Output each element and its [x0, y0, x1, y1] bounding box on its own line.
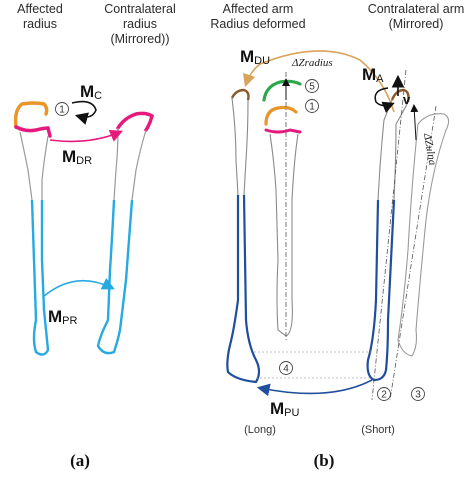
delta-radius-label: ΔZradius: [291, 57, 333, 69]
step-circle-5: [305, 79, 319, 93]
mdr-main: M: [62, 147, 76, 166]
v-label: v: [403, 92, 411, 107]
step-label-5: 5: [309, 82, 315, 93]
affected-radius-shaft-lower: [30, 199, 50, 356]
affected-radius-shaft-upper: [19, 131, 49, 201]
panel-a-header-right-2: radius: [123, 17, 157, 31]
affected-ulna-shaft-lower: [226, 194, 261, 384]
affected-radius-b-cut: [264, 128, 302, 134]
ma-rotation-arrow: [374, 87, 395, 113]
mdr-arrow: [49, 129, 123, 143]
panel-b-header-right-1: Contralateral arm: [368, 2, 465, 16]
long-label: (Long): [244, 424, 276, 436]
panel-a-header-left-1: Affected: [17, 2, 63, 16]
affected-radius-b-orange-cap: [264, 105, 298, 126]
delta-ulna-label: ΔZulna: [421, 131, 439, 166]
panel-a-header-right-1: Contralateral: [104, 2, 176, 16]
step-circle-1a: [55, 102, 69, 116]
panel-b: Affected arm Radius deformed Contralater…: [210, 2, 464, 470]
panel-a: Affected radius Contralateral radius (Mi…: [13, 2, 176, 470]
affected-radius-b-green-cap: [262, 79, 302, 102]
panel-b-header-left-2: Radius deformed: [210, 17, 305, 31]
mc-rotation-arrow: [71, 100, 97, 125]
affected-ulna-shaft-upper: [231, 97, 249, 196]
ma-sub: A: [376, 73, 384, 85]
contralateral-radius-shaft-lower: [96, 199, 134, 355]
contralateral-radius-b: [397, 113, 450, 357]
mdu-label: MDU: [240, 47, 270, 67]
contralateral-radius-axis: [389, 105, 437, 401]
mc-sub: C: [94, 90, 102, 102]
step-label-3: 3: [415, 390, 421, 401]
panel-b-caption: (b): [314, 451, 335, 470]
step-circle-1b: [305, 99, 319, 113]
affected-radius-cut: [14, 125, 52, 138]
mpu-sub: PU: [284, 407, 299, 419]
mpr-arrow: [43, 277, 115, 297]
ma-label: MA: [362, 65, 384, 85]
step-circle-2: [377, 387, 391, 401]
mdu-main: M: [240, 47, 254, 66]
step-circle-3: [411, 387, 425, 401]
mdr-sub: DR: [76, 155, 92, 167]
panel-a-caption: (a): [70, 451, 90, 470]
mdr-label: MDR: [62, 147, 92, 167]
mc-main: M: [80, 82, 94, 101]
panel-a-header-left-2: radius: [23, 17, 57, 31]
step-label-2: 2: [381, 390, 387, 401]
ma-main: M: [362, 65, 376, 84]
step-label-1b: 1: [309, 102, 315, 113]
mpu-arrow: [256, 379, 373, 397]
affected-radius-b-shaft: [269, 133, 299, 337]
mpr-label: MPR: [48, 307, 78, 327]
mc-label: MC: [80, 82, 102, 102]
panel-b-header-left-1: Affected arm: [223, 2, 294, 16]
affected-radius-distal-cap: [13, 101, 49, 129]
step-circle-4: [279, 361, 293, 375]
mdu-arrow: [242, 50, 395, 113]
affected-ulna-cap: [230, 88, 250, 101]
mpr-sub: PR: [62, 315, 77, 327]
panel-a-header-right-3: (Mirrored)): [110, 32, 169, 46]
step-label-4: 4: [283, 364, 289, 375]
mdu-sub: DU: [254, 55, 270, 67]
contralateral-radius-shaft-upper: [113, 127, 147, 201]
delta-ulna-arrow: [410, 104, 419, 141]
panel-b-header-right-2: (Mirrored): [389, 17, 444, 31]
mpu-label: MPU: [270, 399, 300, 419]
mpr-main: M: [48, 307, 62, 326]
mpu-main: M: [270, 399, 284, 418]
step-label-1a: 1: [59, 105, 65, 116]
contralateral-radius-cap: [116, 111, 154, 132]
short-label: (Short): [361, 424, 395, 436]
